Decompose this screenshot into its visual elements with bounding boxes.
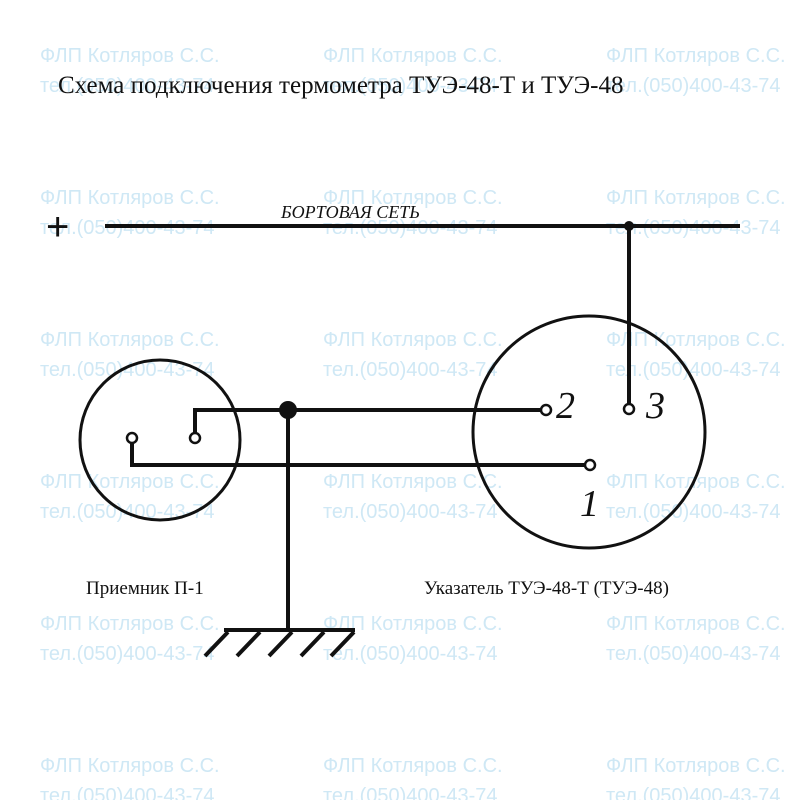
watermark-line2: тел.(050)400-43-74: [606, 359, 781, 381]
ground-junction-dot: [279, 401, 297, 419]
watermark-line1: ФЛП Котляров С.С.: [40, 187, 220, 209]
receiver-terminal-b: [188, 431, 202, 445]
watermark-line1: ФЛП Котляров С.С.: [323, 471, 503, 493]
watermark-layer: ФЛП Котляров С.С. тел.(050)400-43-74 ФЛП…: [40, 45, 786, 800]
plus-terminal-symbol: +: [46, 205, 69, 249]
watermark-line2: тел.(050)400-43-74: [323, 643, 498, 665]
indicator-terminal-2: [539, 403, 553, 417]
watermark-line1: ФЛП Котляров С.С.: [606, 755, 786, 777]
diagram-title: Схема подключения термометра ТУЭ-48-Т и …: [58, 72, 623, 99]
indicator-label: Указатель ТУЭ-48-Т (ТУЭ-48): [424, 578, 669, 599]
watermark-line2: тел.(050)400-43-74: [40, 359, 215, 381]
watermark-line2: тел.(050)400-43-74: [40, 643, 215, 665]
watermark-line1: ФЛП Котляров С.С.: [606, 329, 786, 351]
watermark-line2: тел.(050)400-43-74: [606, 501, 781, 523]
pin-label-1: 1: [580, 483, 599, 525]
watermark-line2: тел.(050)400-43-74: [606, 785, 781, 800]
watermark-line1: ФЛП Котляров С.С.: [323, 755, 503, 777]
watermark-line1: ФЛП Котляров С.С.: [323, 613, 503, 635]
supply-bus-label: БОРТОВАЯ СЕТЬ: [280, 202, 420, 222]
watermark-line1: ФЛП Котляров С.С.: [606, 45, 786, 67]
watermark-line1: ФЛП Котляров С.С.: [606, 613, 786, 635]
watermark-line2: тел.(050)400-43-74: [606, 643, 781, 665]
watermark-line2: тел.(050)400-43-74: [323, 75, 498, 97]
watermark-line1: ФЛП Котляров С.С.: [323, 45, 503, 67]
watermark-line1: ФЛП Котляров С.С.: [606, 187, 786, 209]
watermark-line1: ФЛП Котляров С.С.: [323, 329, 503, 351]
wire-receiver-to-pin2: [193, 408, 541, 435]
watermark-line2: тел.(050)400-43-74: [323, 501, 498, 523]
pin-label-3: 3: [645, 385, 665, 427]
receiver-body: [78, 358, 242, 522]
watermark-line1: ФЛП Котляров С.С.: [606, 471, 786, 493]
wire-receiver-to-pin1: [130, 436, 585, 467]
watermark-line1: ФЛП Котляров С.С.: [40, 755, 220, 777]
watermark-line2: тел.(050)400-43-74: [323, 785, 498, 800]
watermark-line1: ФЛП Котляров С.С.: [40, 329, 220, 351]
watermark-line1: ФЛП Котляров С.С.: [323, 187, 503, 209]
indicator-terminal-3: [622, 402, 636, 416]
ground-icon: [203, 628, 356, 658]
watermark-line2: тел.(050)400-43-74: [40, 785, 215, 800]
receiver-label: Приемник П-1: [86, 578, 204, 599]
watermark-line1: ФЛП Котляров С.С.: [40, 471, 220, 493]
watermark-line2: тел.(050)400-43-74: [323, 359, 498, 381]
indicator-terminal-1: [583, 458, 597, 472]
watermark-line1: ФЛП Котляров С.С.: [40, 613, 220, 635]
watermark-line2: тел.(050)400-43-74: [606, 75, 781, 97]
pin-label-2: 2: [556, 385, 575, 427]
receiver-terminal-a: [125, 431, 139, 445]
indicator-body: [471, 314, 707, 550]
watermark-line1: ФЛП Котляров С.С.: [40, 45, 220, 67]
watermark-line2: тел.(050)400-43-74: [40, 75, 215, 97]
